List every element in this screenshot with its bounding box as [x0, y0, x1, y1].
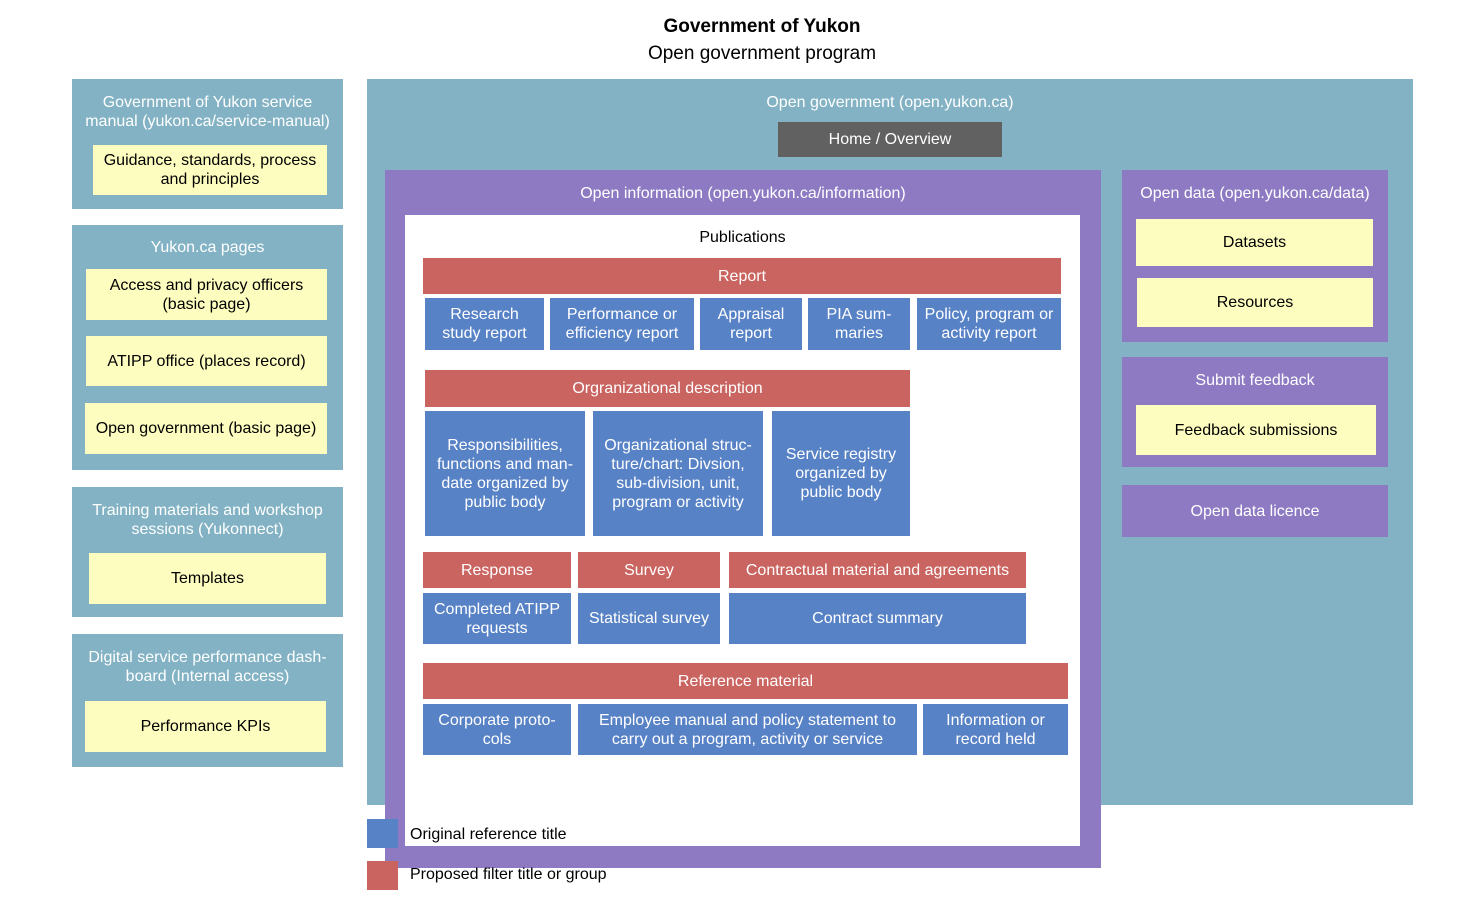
- yukon-pages-panel: Yukon.ca pages Access and privacy office…: [72, 225, 343, 470]
- datasets-box: Datasets: [1136, 219, 1373, 266]
- open-information-header: Open information (open.yukon.ca/informat…: [580, 185, 906, 202]
- research-study-report: Research study report: [425, 298, 544, 350]
- contract-summary: Contract summary: [729, 593, 1026, 644]
- service-registry: Service registry organized by public bod…: [772, 411, 910, 536]
- templates-box: Templates: [89, 553, 326, 604]
- publications-panel: Publications Report Research study repor…: [405, 215, 1080, 846]
- organizational-structure-chart: Organizational struc-ture/chart: Divsion…: [593, 411, 763, 536]
- appraisal-report: Appraisal report: [700, 298, 802, 350]
- training-header: Training materials and workshop sessions…: [92, 502, 323, 538]
- performance-efficiency-report: Performance or efficiency report: [550, 298, 694, 350]
- information-record-held: Information or record held: [923, 704, 1068, 755]
- responsibilities-functions-mandate: Responsibilities, functions and man-date…: [425, 411, 585, 536]
- publications-header: Publications: [699, 229, 786, 246]
- open-data-licence-box: Open data licence: [1122, 485, 1388, 537]
- pia-summaries: PIA sum-maries: [808, 298, 910, 350]
- report-group: Report: [423, 258, 1061, 294]
- open-government-page-box: Open government (basic page): [85, 403, 327, 454]
- completed-atipp-requests: Completed ATIPP requests: [423, 593, 571, 644]
- dashboard-panel: Digital service performance dash-board (…: [72, 634, 343, 767]
- response-group: Response: [423, 552, 571, 588]
- service-manual-header: Government of Yukon service manual (yuko…: [85, 94, 330, 130]
- employee-manual-policy-statement: Employee manual and policy statement to …: [578, 704, 917, 755]
- open-information-panel: Open information (open.yukon.ca/informat…: [385, 170, 1101, 868]
- legend-label-original: Original reference title: [410, 826, 567, 843]
- contractual-material-group: Contractual material and agreements: [729, 552, 1026, 588]
- reference-material-group: Reference material: [423, 663, 1068, 699]
- dashboard-header: Digital service performance dash-board (…: [88, 649, 327, 685]
- atipp-office-box: ATIPP office (places record): [86, 336, 327, 386]
- performance-kpis-box: Performance KPIs: [85, 701, 326, 752]
- access-privacy-officers-box: Access and privacy officers (basic page): [86, 269, 327, 320]
- organizational-description-group: Orgranizational description: [425, 370, 910, 407]
- yukon-pages-header: Yukon.ca pages: [150, 239, 265, 256]
- open-government-header: Open government (open.yukon.ca): [766, 94, 1014, 111]
- diagram-subtitle: Open government program: [647, 43, 877, 64]
- diagram-title: Government of Yukon: [663, 16, 861, 37]
- submit-feedback-header: Submit feedback: [1195, 372, 1315, 389]
- corporate-protocols: Corporate proto-cols: [423, 704, 571, 755]
- legend-swatch-proposed: [367, 861, 398, 890]
- open-government-panel: Open government (open.yukon.ca) Home / O…: [367, 79, 1413, 868]
- home-overview-box: Home / Overview: [778, 122, 1002, 157]
- statistical-survey: Statistical survey: [578, 593, 720, 644]
- resources-box: Resources: [1137, 278, 1373, 327]
- survey-group: Survey: [578, 552, 720, 588]
- feedback-submissions-box: Feedback submissions: [1136, 405, 1376, 455]
- open-data-header: Open data (open.yukon.ca/data): [1140, 185, 1370, 202]
- training-panel: Training materials and workshop sessions…: [72, 487, 343, 617]
- legend-label-proposed: Proposed filter title or group: [410, 866, 607, 883]
- service-manual-panel: Government of Yukon service manual (yuko…: [72, 79, 343, 209]
- policy-program-activity-report: Policy, program or activity report: [917, 298, 1061, 350]
- submit-feedback-panel: Submit feedback Feedback submissions: [1122, 357, 1388, 467]
- open-data-panel: Open data (open.yukon.ca/data) Datasets …: [1122, 170, 1388, 342]
- guidance-box: Guidance, standards, process and princip…: [93, 145, 327, 195]
- legend-swatch-original: [367, 819, 398, 848]
